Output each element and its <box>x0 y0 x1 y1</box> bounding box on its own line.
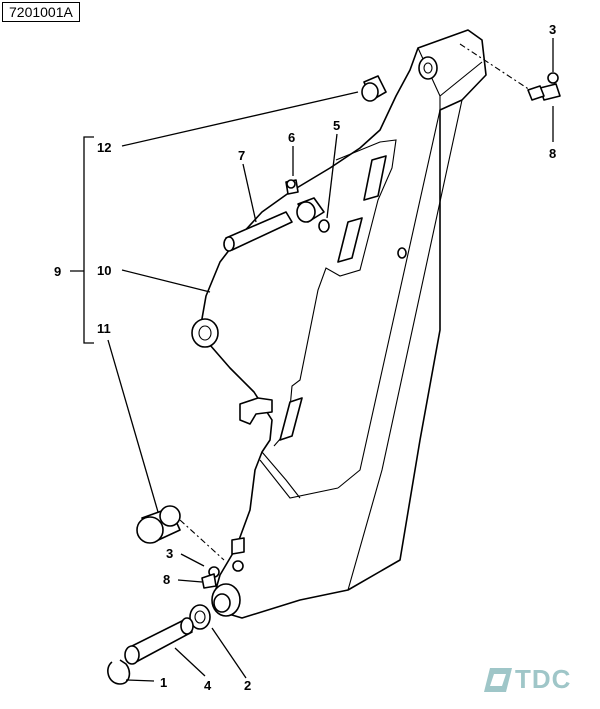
leader-lines <box>107 38 554 682</box>
callout-8-lower: 8 <box>163 572 170 587</box>
callout-1: 1 <box>160 675 167 690</box>
callout-5: 5 <box>333 118 340 133</box>
callout-12: 12 <box>97 140 111 155</box>
bushing-part-12 <box>361 75 387 102</box>
boom-arm <box>191 29 487 619</box>
bushing-part-11 <box>136 505 181 544</box>
group-bracket-9 <box>70 136 94 344</box>
pin-part-7 <box>223 211 293 252</box>
grease-fitting-part-6 <box>285 179 299 195</box>
callout-8-upper: 8 <box>549 146 556 161</box>
callout-3-lower: 3 <box>166 546 173 561</box>
washer-part-2 <box>189 604 211 630</box>
callout-10: 10 <box>97 263 111 278</box>
pin-part-4 <box>124 617 194 665</box>
fitting-assembly-upper <box>459 43 561 101</box>
bushing-mid <box>296 197 325 223</box>
callout-4: 4 <box>204 678 212 693</box>
callout-7: 7 <box>238 148 245 163</box>
snap-ring-part-1 <box>107 659 131 685</box>
tdc-logo-text: TDC <box>515 664 572 694</box>
callout-labels: 12 6 5 7 9 10 11 3 8 1 4 2 3 8 <box>54 22 556 693</box>
callout-11: 11 <box>97 321 111 336</box>
drawing-reference-code: 7201001A <box>2 2 80 22</box>
callout-2: 2 <box>244 678 251 693</box>
callout-9: 9 <box>54 264 61 279</box>
tdc-logo-icon <box>484 668 512 692</box>
callout-3-upper: 3 <box>549 22 556 37</box>
callout-6: 6 <box>288 130 295 145</box>
bushing-part-5 <box>318 219 330 233</box>
bushing-11-centerline <box>179 519 225 561</box>
fitting-assembly-lower <box>201 566 220 589</box>
